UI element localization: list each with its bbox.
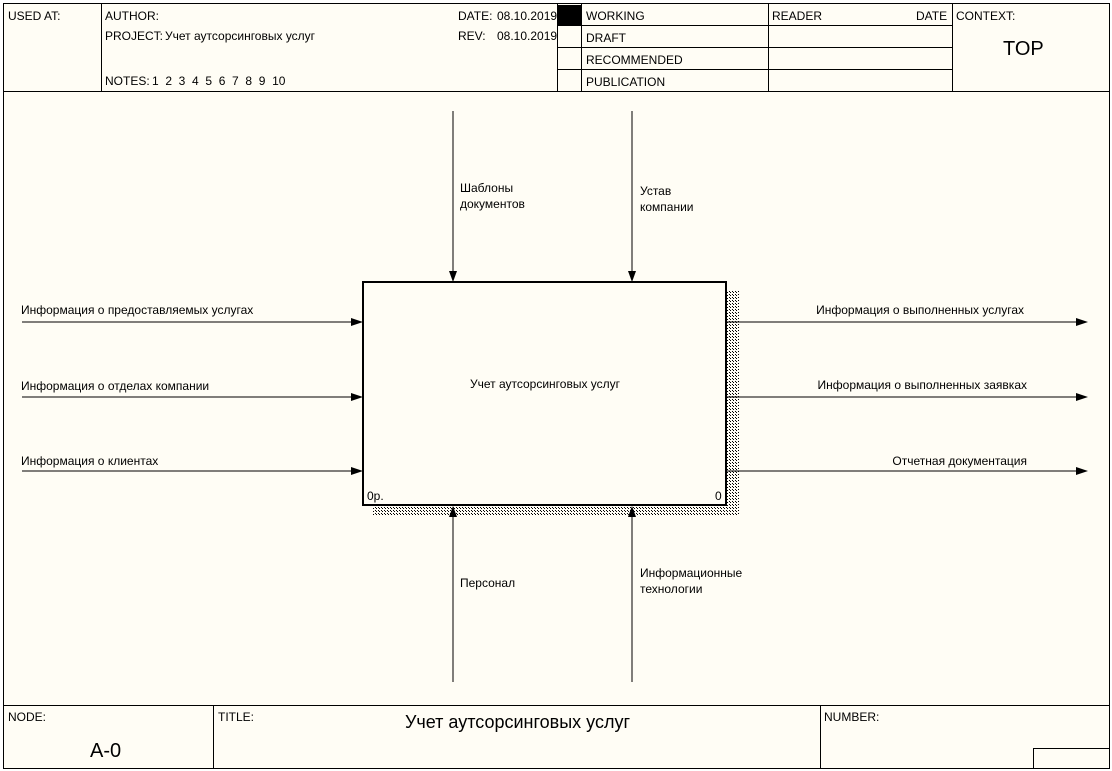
- diagram-canvas: [22, 111, 1088, 682]
- input-arrow[interactable]: [22, 467, 363, 475]
- output-arrow[interactable]: [727, 393, 1088, 401]
- reader-date-label: DATE: [916, 9, 948, 23]
- output-label: Информация о выполненных заявках: [817, 378, 1027, 392]
- status-working: WORKING: [586, 9, 645, 23]
- footer-divider: [820, 705, 821, 769]
- diagram-title: Учет аутсорсинговых услуг: [404, 712, 631, 732]
- activity-name: Учет аутсорсинговых услуг: [469, 377, 621, 391]
- header-bottom-line: [4, 91, 1109, 92]
- mechanism-arrow[interactable]: [449, 506, 457, 682]
- status-draft: DRAFT: [586, 31, 626, 45]
- context-value: TOP: [1003, 38, 1044, 60]
- input-arrow[interactable]: [22, 318, 363, 326]
- mechanism-label: Информационные технологии: [640, 566, 743, 596]
- output-arrow[interactable]: [727, 318, 1088, 326]
- header-row-line: [557, 69, 953, 70]
- footer-corner-box: [1033, 748, 1109, 769]
- header-divider: [768, 4, 769, 92]
- footer-top-line: [4, 705, 1109, 706]
- mechanism-label: Персонал: [460, 576, 516, 590]
- status-working-marker: [558, 5, 581, 25]
- control-label: Шаблоны документов: [460, 181, 525, 211]
- header-row-line: [557, 25, 953, 26]
- date-label: DATE:: [458, 9, 493, 23]
- activity-box[interactable]: [362, 281, 727, 506]
- input-label: Информация о отделах компании: [21, 379, 210, 393]
- output-label: Информация о выполненных услугах: [816, 303, 1024, 317]
- date-value: 08.10.2019: [497, 9, 558, 23]
- node-label: NODE:: [8, 710, 47, 724]
- input-label: Информация о предоставляемых услугах: [21, 303, 254, 317]
- rev-value: 08.10.2019: [497, 29, 558, 43]
- output-label: Отчетная документация: [892, 454, 1027, 468]
- header-divider: [952, 4, 953, 92]
- notes-numbers: 1 2 3 4 5 6 7 8 9 10: [152, 74, 286, 88]
- control-label: Устав компании: [640, 184, 694, 214]
- mechanism-arrow[interactable]: [628, 506, 636, 682]
- header-divider: [101, 4, 102, 92]
- control-arrow[interactable]: [449, 111, 457, 282]
- number-label: NUMBER:: [824, 710, 880, 724]
- title-label: TITLE:: [218, 710, 255, 724]
- control-arrow[interactable]: [628, 111, 636, 282]
- project-label: PROJECT:: [105, 29, 164, 43]
- header-row-line: [557, 47, 953, 48]
- used-at-label: USED AT:: [8, 9, 61, 23]
- input-arrow[interactable]: [22, 393, 363, 401]
- status-recommended: RECOMMENDED: [586, 53, 683, 67]
- status-publication: PUBLICATION: [586, 75, 666, 89]
- activity-number: 0: [715, 489, 722, 503]
- header-divider: [557, 4, 558, 92]
- context-label: CONTEXT:: [956, 9, 1016, 23]
- activity-cost: 0р.: [367, 489, 384, 503]
- idef0-diagram-frame: USED AT: AUTHOR: PROJECT: Учет аутсорсин…: [3, 3, 1110, 769]
- rev-label: REV:: [458, 29, 486, 43]
- header-divider: [581, 4, 582, 92]
- project-value: Учет аутсорсинговых услуг: [165, 29, 316, 43]
- reader-label: READER: [772, 9, 823, 23]
- footer-divider: [213, 705, 214, 769]
- input-label: Информация о клиентах: [21, 454, 159, 468]
- author-label: AUTHOR:: [105, 9, 159, 23]
- node-value: A-0: [90, 740, 122, 762]
- output-arrow[interactable]: [727, 467, 1088, 475]
- notes-label: NOTES:: [105, 74, 150, 88]
